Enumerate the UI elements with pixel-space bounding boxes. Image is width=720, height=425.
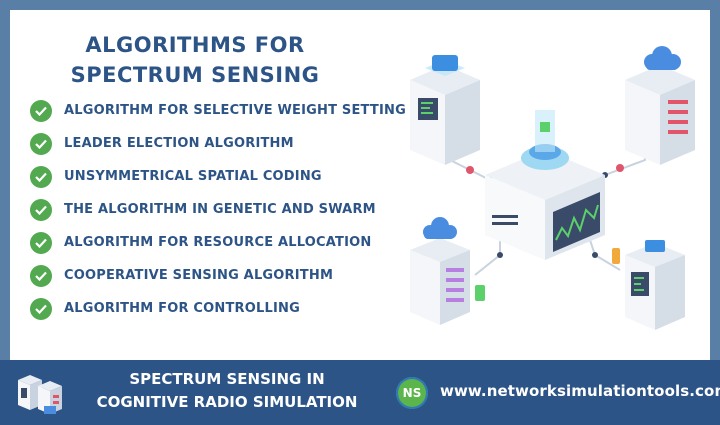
list-item-label: COOPERATIVE SENSING ALGORITHM: [64, 268, 334, 283]
list-item-label: THE ALGORITHM IN GENETIC AND SWARM: [64, 202, 376, 217]
page-title: ALGORITHMS FOR SPECTRUM SENSING: [60, 30, 330, 90]
list-item-label: ALGORITHM FOR CONTROLLING: [64, 301, 300, 316]
servers-icon: [18, 375, 62, 414]
footer-banner: SPECTRUM SENSING IN COGNITIVE RADIO SIMU…: [0, 360, 720, 425]
check-circle-icon: [30, 297, 52, 320]
list-item-label: UNSYMMETRICAL SPATIAL CODING: [64, 169, 322, 184]
list-item-label: ALGORITHM FOR SELECTIVE WEIGHT SETTING: [64, 103, 406, 118]
cloud-icon: [644, 46, 681, 70]
server-icon: [625, 46, 695, 165]
list-item-label: LEADER ELECTION ALGORITHM: [64, 136, 294, 151]
ns-logo: NS: [396, 377, 428, 409]
server-icon: [410, 55, 480, 165]
server-icon: [410, 217, 485, 325]
list-item-label: ALGORITHM FOR RESOURCE ALLOCATION: [64, 235, 372, 250]
list-item: UNSYMMETRICAL SPATIAL CODING: [30, 160, 406, 193]
list-item: ALGORITHM FOR SELECTIVE WEIGHT SETTING: [30, 94, 406, 127]
footer-title-line-2: COGNITIVE RADIO SIMULATION: [96, 393, 358, 411]
check-circle-icon: [30, 231, 52, 254]
footer-title-line-1: SPECTRUM SENSING IN: [129, 370, 325, 388]
list-item: LEADER ELECTION ALGORITHM: [30, 127, 406, 160]
title-line-1: ALGORITHMS FOR: [85, 33, 305, 57]
check-circle-icon: [30, 264, 52, 287]
server-icon: [612, 240, 685, 330]
list-item: ALGORITHM FOR RESOURCE ALLOCATION: [30, 226, 406, 259]
cloud-icon: [423, 217, 457, 239]
central-server-icon: [485, 110, 605, 260]
check-circle-icon: [30, 165, 52, 188]
check-circle-icon: [30, 198, 52, 221]
server-network-illustration: [410, 46, 695, 330]
title-line-2: SPECTRUM SENSING: [70, 63, 320, 87]
content-card: ALGORITHMS FOR SPECTRUM SENSING ALGORITH…: [10, 10, 710, 360]
list-item: COOPERATIVE SENSING ALGORITHM: [30, 259, 406, 292]
algorithm-list: ALGORITHM FOR SELECTIVE WEIGHT SETTING L…: [30, 94, 406, 325]
list-item: THE ALGORITHM IN GENETIC AND SWARM: [30, 193, 406, 226]
footer-title: SPECTRUM SENSING IN COGNITIVE RADIO SIMU…: [82, 368, 372, 414]
check-circle-icon: [30, 99, 52, 122]
check-circle-icon: [30, 132, 52, 155]
list-item: ALGORITHM FOR CONTROLLING: [30, 292, 406, 325]
website-url[interactable]: www.networksimulationtools.com: [440, 382, 720, 400]
